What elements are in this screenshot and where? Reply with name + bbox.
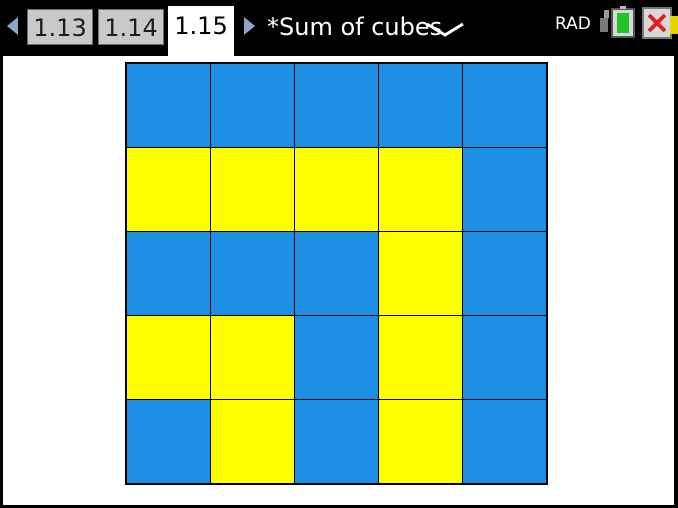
chevron-right-icon[interactable] xyxy=(244,17,255,35)
chevron-left-icon[interactable] xyxy=(7,17,18,35)
document-title[interactable]: *Sum of cubes xyxy=(267,13,443,41)
tab-1-15[interactable]: 1.15 xyxy=(168,6,234,58)
grid-cell-blue xyxy=(127,400,210,483)
grid-cell-blue xyxy=(295,232,378,315)
grid-cell-yellow xyxy=(379,232,462,315)
grid-cell-blue xyxy=(463,400,546,483)
grid-cell-blue xyxy=(295,316,378,399)
grid-cell-yellow xyxy=(379,148,462,231)
grid-cell-blue xyxy=(463,148,546,231)
grid-cell-blue xyxy=(211,64,294,147)
close-icon[interactable] xyxy=(642,6,678,40)
angle-mode-label: RAD xyxy=(555,14,591,34)
grid-cell-blue xyxy=(295,64,378,147)
grid-cell-yellow xyxy=(127,148,210,231)
grid-cell-blue xyxy=(463,232,546,315)
grid-cell-yellow xyxy=(127,316,210,399)
grid-cell-blue xyxy=(127,232,210,315)
top-bar: 1.13 1.14 1.15 *Sum of cubes RAD xyxy=(0,0,678,58)
grid-cell-yellow xyxy=(295,148,378,231)
battery-icon xyxy=(600,6,635,38)
grid-board xyxy=(125,62,548,485)
document-canvas xyxy=(3,56,674,505)
tab-1-13[interactable]: 1.13 xyxy=(27,9,93,45)
grid-cell-blue xyxy=(463,64,546,147)
grid-cell-yellow xyxy=(211,400,294,483)
grid-cell-blue xyxy=(463,316,546,399)
grid-cell-blue xyxy=(295,400,378,483)
grid-cell-yellow xyxy=(211,316,294,399)
grid-cell-blue xyxy=(127,64,210,147)
chevron-down-icon[interactable] xyxy=(423,18,467,40)
grid-cell-yellow xyxy=(379,400,462,483)
grid-cell-blue xyxy=(379,64,462,147)
grid-cell-yellow xyxy=(379,316,462,399)
grid-cell-blue xyxy=(211,232,294,315)
grid-cell-yellow xyxy=(211,148,294,231)
tab-1-14[interactable]: 1.14 xyxy=(98,9,164,45)
